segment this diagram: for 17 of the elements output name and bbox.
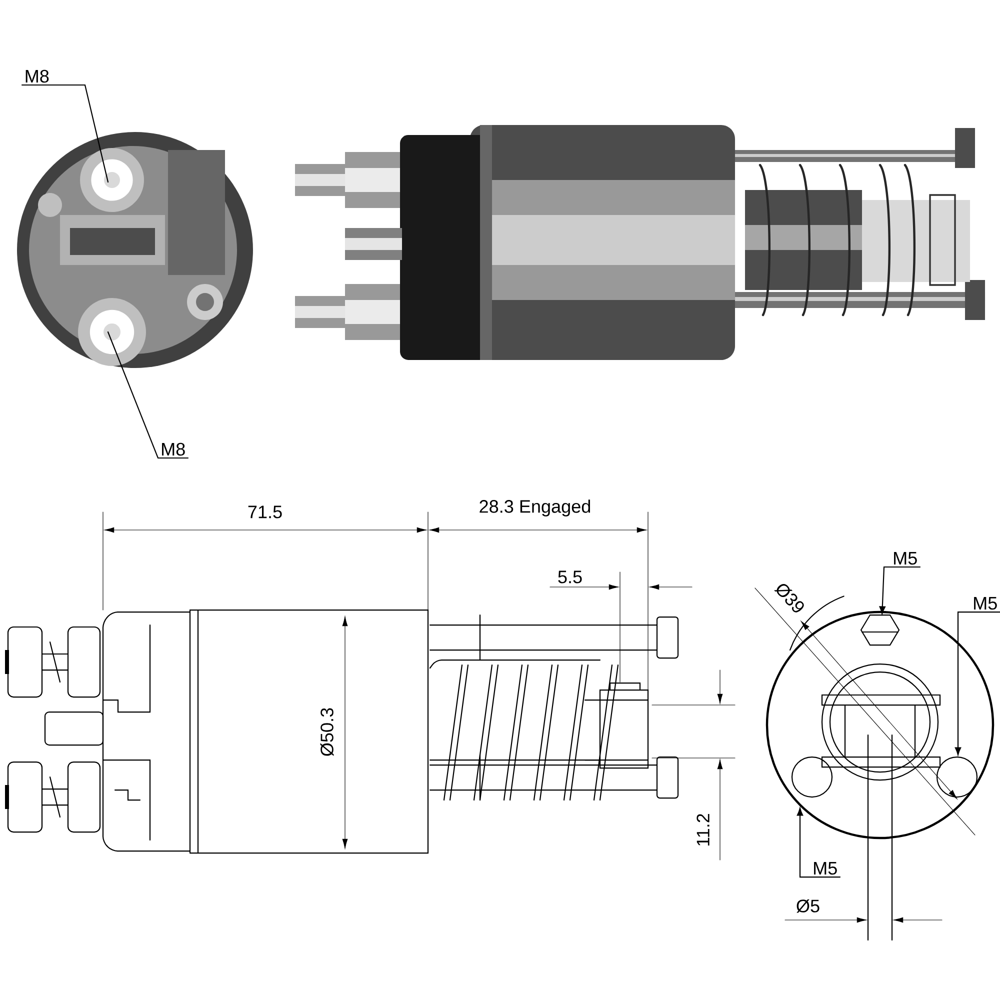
callout-text: M5: [894, 552, 917, 565]
dimension-text: Ø5: [794, 898, 822, 914]
leader-line: [796, 808, 841, 878]
dimension-text: Ø39: [772, 578, 808, 618]
leader-line: [21, 84, 109, 183]
callout-text: M8: [26, 70, 49, 83]
dimension-text: 71.5: [246, 504, 284, 520]
callout-text: M5: [974, 597, 997, 610]
dimension-text: 5.5: [556, 569, 584, 585]
leader-line: [879, 566, 921, 614]
leader-line: [954, 611, 1000, 756]
callout-text: M8: [162, 442, 185, 456]
callout-text: M5: [814, 862, 837, 875]
dimension-text: Ø50.3: [318, 706, 336, 758]
dimension-text: 11.2: [695, 812, 711, 848]
dimension-text: 28.3 Engaged: [477, 498, 593, 518]
leader-line: [107, 331, 189, 459]
